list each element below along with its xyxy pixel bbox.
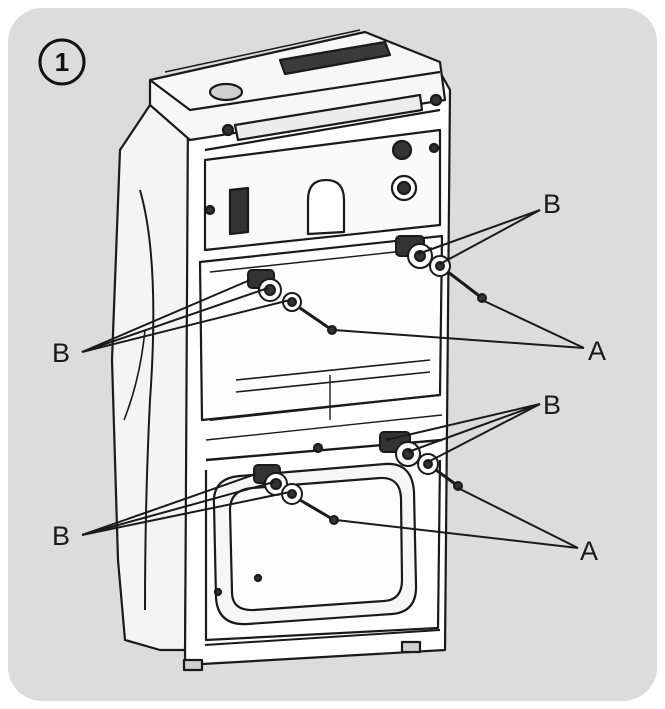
label-b-mid-right: B xyxy=(543,390,561,420)
label-b-left-upper: B xyxy=(52,338,70,368)
step-number: 1 xyxy=(55,47,69,77)
appliance-rear-view xyxy=(110,29,452,672)
step-badge: 1 xyxy=(38,38,86,86)
callout-lines xyxy=(81,209,585,549)
label-b-left-lower: B xyxy=(52,521,70,551)
transit-bolt-icon xyxy=(247,269,302,312)
label-a-lower: A xyxy=(580,536,598,566)
label-a-upper: A xyxy=(588,336,606,366)
callout-labels: B B A B B A xyxy=(52,189,606,566)
label-b-top-right: B xyxy=(543,189,561,219)
